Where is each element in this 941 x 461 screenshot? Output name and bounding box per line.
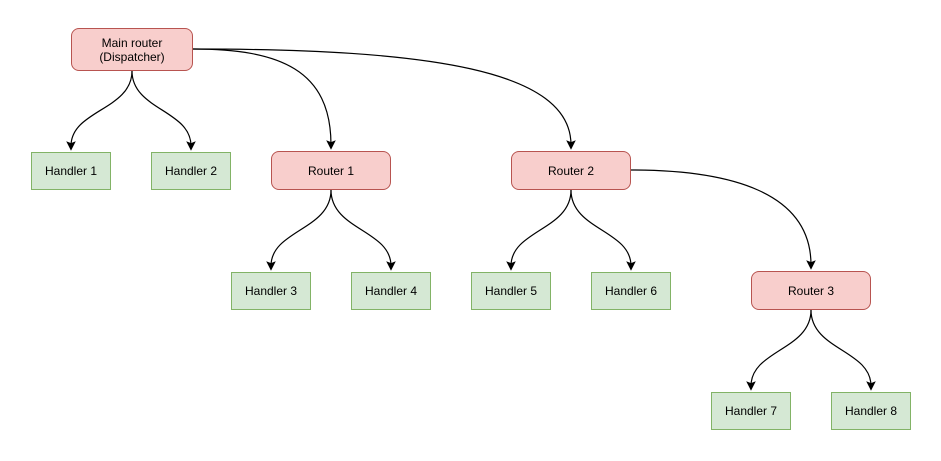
edge-router-2-to-router-3 <box>630 169 816 270</box>
edge-main-to-router-1 <box>192 48 336 150</box>
edge-router-3-to-handler-8 <box>810 309 876 391</box>
node-router-3[interactable]: Router 3 <box>751 271 871 310</box>
node-handler-2[interactable]: Handler 2 <box>151 152 231 190</box>
edge-router-1-to-handler-4 <box>330 189 396 271</box>
edge-main-to-handler-1 <box>66 70 133 151</box>
edge-router-2-to-handler-5 <box>506 189 572 271</box>
node-handler-8[interactable]: Handler 8 <box>831 392 911 430</box>
node-router-2[interactable]: Router 2 <box>511 151 631 190</box>
node-handler-1[interactable]: Handler 1 <box>31 152 111 190</box>
edge-main-to-handler-2 <box>131 70 196 151</box>
node-main-router[interactable]: Main router (Dispatcher) <box>71 28 193 71</box>
edge-router-3-to-handler-7 <box>746 309 812 391</box>
node-handler-7[interactable]: Handler 7 <box>711 392 791 430</box>
node-handler-4[interactable]: Handler 4 <box>351 272 431 310</box>
edge-router-2-to-handler-6 <box>570 189 636 271</box>
node-handler-6[interactable]: Handler 6 <box>591 272 671 310</box>
edge-router-1-to-handler-3 <box>266 189 332 271</box>
node-router-1[interactable]: Router 1 <box>271 151 391 190</box>
node-handler-3[interactable]: Handler 3 <box>231 272 311 310</box>
edge-main-to-router-2 <box>192 48 576 150</box>
node-handler-5[interactable]: Handler 5 <box>471 272 551 310</box>
